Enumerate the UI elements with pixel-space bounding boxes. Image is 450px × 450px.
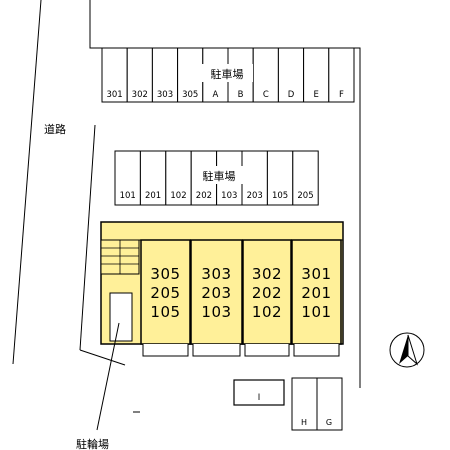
unit-block bbox=[190, 239, 243, 345]
parking-middle-space bbox=[114, 150, 141, 206]
bike-parking-area bbox=[109, 292, 133, 342]
parking-middle-space bbox=[292, 150, 319, 206]
unit-block bbox=[291, 239, 342, 345]
space-g-label: G bbox=[326, 418, 332, 427]
parking-middle-space-label: 203 bbox=[247, 191, 263, 201]
parking-top-space-label: 302 bbox=[132, 90, 148, 100]
parking-middle-title: 駐車場 bbox=[203, 169, 236, 183]
unit-balcony bbox=[192, 344, 241, 357]
unit-balcony bbox=[142, 344, 189, 357]
parking-top-title-bg bbox=[201, 64, 253, 82]
road-edge-line bbox=[12, 0, 42, 365]
bike-parking-leader bbox=[96, 322, 120, 431]
room-number: 102 bbox=[252, 303, 282, 321]
parking-top-space bbox=[151, 47, 179, 103]
parking-top-space-label: 303 bbox=[157, 90, 173, 100]
room-number: 202 bbox=[252, 284, 282, 302]
parking-middle-space bbox=[139, 150, 167, 206]
room-number: 205 bbox=[150, 284, 180, 302]
storage-i-label: I bbox=[258, 393, 261, 403]
unit-balcony bbox=[293, 344, 340, 357]
parking-middle-space-label: 102 bbox=[170, 191, 186, 201]
room-number: 301 bbox=[301, 265, 331, 283]
unit-block bbox=[242, 239, 292, 345]
parking-top-space-label: 305 bbox=[182, 90, 198, 100]
parking-middle-space-label: 202 bbox=[196, 191, 212, 201]
storage-i bbox=[233, 379, 285, 406]
parking-middle-space-label: 205 bbox=[297, 191, 313, 201]
parking-middle-title-bg bbox=[193, 166, 245, 184]
unit-balcony bbox=[244, 344, 290, 357]
stairwell bbox=[100, 239, 140, 275]
parking-top-space-label: C bbox=[263, 90, 269, 100]
parking-middle-space-label: 101 bbox=[120, 191, 136, 201]
room-number: 103 bbox=[201, 303, 231, 321]
road-label: 道路 bbox=[44, 122, 66, 136]
parking-top-space-label: B bbox=[238, 90, 244, 100]
room-number: 303 bbox=[201, 265, 231, 283]
room-number: 105 bbox=[150, 303, 180, 321]
north-arrow-icon bbox=[389, 332, 425, 368]
room-number: 203 bbox=[201, 284, 231, 302]
room-number: 101 bbox=[301, 303, 331, 321]
parking-top-space-label: E bbox=[314, 90, 319, 100]
parking-top-space bbox=[277, 47, 305, 103]
parking-middle-space-label: 105 bbox=[272, 191, 288, 201]
property-boundary-lower bbox=[79, 124, 96, 351]
unit-block bbox=[140, 239, 191, 345]
parking-middle-space bbox=[266, 150, 294, 206]
space-g bbox=[316, 377, 343, 431]
parking-middle-space-label: 103 bbox=[221, 191, 237, 201]
parking-top-space-label: A bbox=[212, 90, 218, 100]
parking-top: 301 302 303 305 A B C D E F bbox=[101, 47, 355, 103]
parking-top-space-label: D bbox=[288, 90, 295, 100]
property-boundary-bottom bbox=[79, 349, 126, 366]
parking-top-space bbox=[177, 47, 204, 103]
room-number: 305 bbox=[150, 265, 180, 283]
room-number: 302 bbox=[252, 265, 282, 283]
space-h-label: H bbox=[301, 418, 307, 427]
parking-middle-space-label: 201 bbox=[145, 191, 161, 201]
bike-parking-label: 駐輪場 bbox=[76, 437, 109, 450]
parking-top-space-label: F bbox=[339, 90, 344, 100]
parking-top-space bbox=[328, 47, 355, 103]
parking-top-space-label: 301 bbox=[106, 90, 122, 100]
room-number: 201 bbox=[301, 284, 331, 302]
parking-top-title: 駐車場 bbox=[211, 67, 244, 81]
parking-middle: 101 201 102 202 103 203 105 205 bbox=[114, 150, 319, 206]
